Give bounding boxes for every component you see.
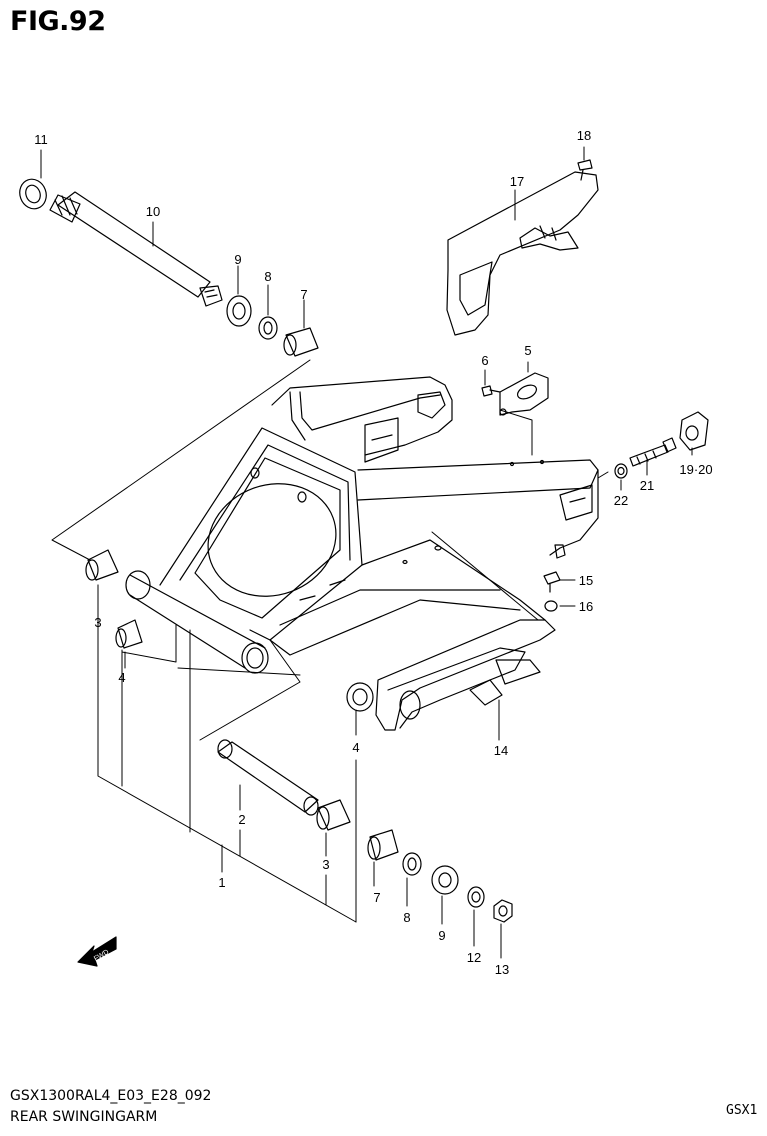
callout-9: 9 xyxy=(234,252,241,267)
spacer-7-upper xyxy=(283,327,319,357)
callout-3: 3 xyxy=(322,857,329,872)
chain-buffer-14 xyxy=(375,619,556,731)
bracket-5 xyxy=(499,372,549,416)
forward-arrow-icon: FWD xyxy=(77,936,117,967)
callout-1: 1 xyxy=(218,875,225,890)
callout-12: 12 xyxy=(467,950,481,965)
chain-guard xyxy=(446,171,599,336)
washer-8-lower xyxy=(402,852,422,876)
swingarm-body xyxy=(125,376,599,674)
callout-9: 9 xyxy=(438,928,445,943)
callout-10: 10 xyxy=(146,204,160,219)
callout-8: 8 xyxy=(264,269,271,284)
callout-8: 8 xyxy=(403,910,410,925)
spacer-7-lower xyxy=(367,829,399,861)
callout-6: 6 xyxy=(481,353,488,368)
bearing-9-lower xyxy=(431,865,459,895)
bolt-21 xyxy=(629,437,677,467)
callout-13: 13 xyxy=(495,962,509,977)
callout-18: 18 xyxy=(577,128,591,143)
bearing-4-right xyxy=(346,682,374,712)
washer-12 xyxy=(467,886,485,908)
callout-14: 14 xyxy=(494,743,508,758)
callout-3: 3 xyxy=(94,615,101,630)
callout-labels: 11 10 9 8 7 18 17 6 5 19·20 21 22 15 16 … xyxy=(34,128,712,977)
callout-16: 16 xyxy=(579,599,593,614)
callout-5: 5 xyxy=(524,343,531,358)
adjuster-19-20 xyxy=(679,411,709,451)
callout-19-20: 19·20 xyxy=(679,462,712,477)
spacer-2 xyxy=(217,739,319,816)
callout-22: 22 xyxy=(614,493,628,508)
figure-name: REAR SWINGINGARM xyxy=(10,1109,158,1125)
leader-lines xyxy=(40,146,693,959)
figure-title: FIG.92 xyxy=(10,6,106,37)
nut-13 xyxy=(493,899,513,923)
bolt-15 xyxy=(543,571,561,593)
bearing-9-upper xyxy=(226,295,252,327)
seal-11 xyxy=(19,178,47,210)
bearing-3-bottom xyxy=(316,799,351,831)
figure-code: GSX1300RAL4_E03_E28_092 xyxy=(10,1088,212,1104)
bolt-6 xyxy=(481,385,501,397)
callout-15: 15 xyxy=(579,573,593,588)
bearing-3-left xyxy=(85,549,119,581)
washer-8-upper xyxy=(258,316,278,340)
callout-17: 17 xyxy=(510,174,524,189)
callout-11: 11 xyxy=(34,132,48,147)
nut-16 xyxy=(544,600,558,612)
callout-7: 7 xyxy=(373,890,380,905)
callout-2: 2 xyxy=(238,812,245,827)
callout-7: 7 xyxy=(300,287,307,302)
callout-21: 21 xyxy=(640,478,654,493)
screw-18 xyxy=(577,159,593,181)
callout-4: 4 xyxy=(118,670,125,685)
callout-4: 4 xyxy=(352,740,359,755)
model-fragment: GSX1 xyxy=(726,1103,758,1118)
pivot-shaft-10 xyxy=(49,191,223,307)
nut-22 xyxy=(614,463,628,479)
bearing-4-left xyxy=(115,619,143,649)
